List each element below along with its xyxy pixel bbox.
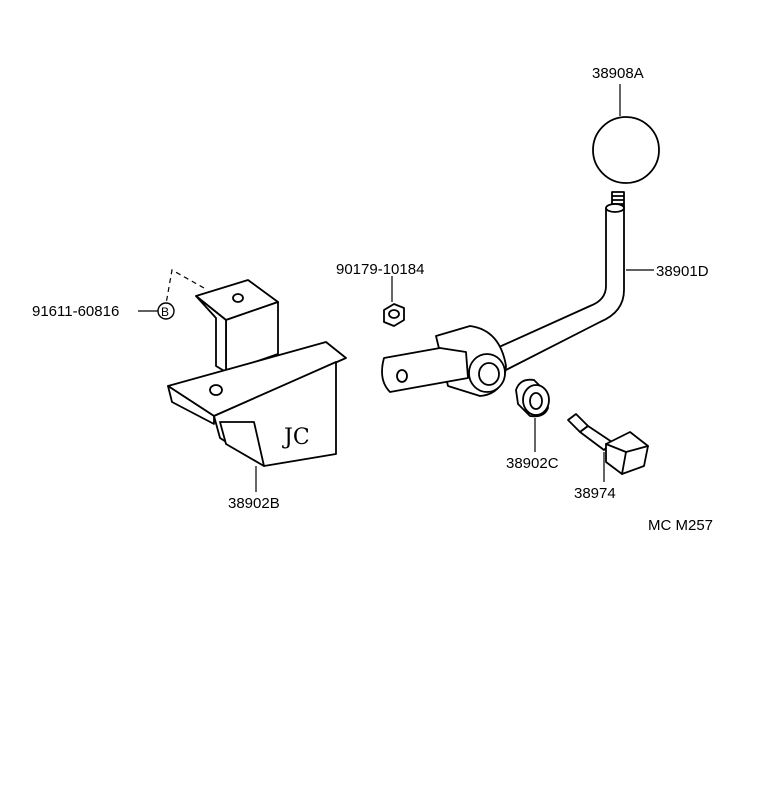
bracket-stamp-mark: JC <box>282 425 310 450</box>
shift-lever-part-label: 38901D <box>656 263 709 280</box>
nut-part-label: 90179-10184 <box>336 261 424 278</box>
pin-part-label: 38974 <box>574 485 616 502</box>
bracket-part: JC <box>167 279 347 467</box>
pin-part <box>567 413 649 475</box>
nut-part <box>383 303 405 327</box>
knob-part <box>592 116 660 209</box>
bolt-ref-marker-circle <box>157 302 175 320</box>
bolt-ref-marker-letter: B <box>161 305 169 319</box>
bolt-ref-part-label: 91611-60816 <box>32 303 119 320</box>
knob-part-label: 38908A <box>592 65 644 82</box>
bushing-part-label: 38902C <box>506 455 559 472</box>
bracket-part-label: 38902B <box>228 495 280 512</box>
drawing-code: MC M257 <box>648 517 713 534</box>
bushing-part <box>515 378 550 418</box>
bolt-ref-dashed-leader <box>165 269 205 305</box>
shift-lever-part <box>381 203 625 397</box>
